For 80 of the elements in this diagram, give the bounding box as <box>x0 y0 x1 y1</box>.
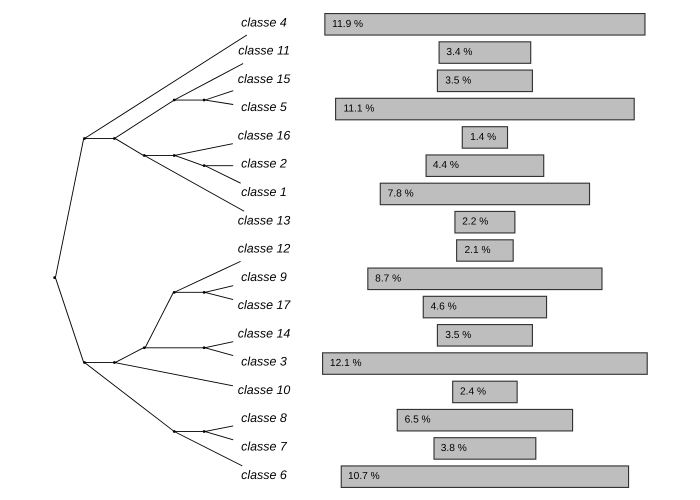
node-point <box>142 346 146 349</box>
node-box: 2.2 % <box>454 210 515 234</box>
connector <box>204 164 241 184</box>
node-point <box>172 290 176 294</box>
node-box: 8.7 % <box>366 266 602 290</box>
node-point <box>172 154 176 156</box>
connector <box>144 154 174 156</box>
connector <box>144 292 174 348</box>
connector <box>204 99 234 104</box>
node-point <box>202 98 205 101</box>
connector <box>84 362 174 431</box>
connector <box>204 284 234 292</box>
node-text: classe 17 <box>237 298 290 312</box>
connector <box>144 154 244 212</box>
node-box: 12.1 % <box>322 352 648 374</box>
node-box: 4.4 % <box>425 154 544 176</box>
node-point <box>82 136 86 140</box>
connector <box>204 430 234 440</box>
connector <box>204 340 234 348</box>
connector <box>174 99 204 100</box>
connector <box>174 430 204 432</box>
node-text: classe 12 <box>237 241 290 256</box>
connector <box>54 138 84 278</box>
connector <box>144 346 204 348</box>
connector <box>114 362 233 386</box>
node-text: classe 14 <box>237 326 290 340</box>
node-box: 3.5 % <box>436 69 532 92</box>
connector <box>174 291 204 292</box>
node-box: 3.5 % <box>436 324 532 346</box>
node-text: classe 1 <box>240 184 286 198</box>
connector <box>114 100 174 138</box>
node-text: classe 16 <box>237 128 290 142</box>
node-text: classe 15 <box>237 71 290 86</box>
connector <box>204 346 234 356</box>
connector <box>204 291 234 300</box>
node-point <box>202 346 205 349</box>
node-text: classe 8 <box>240 410 286 425</box>
node-text: classe 9 <box>240 269 286 284</box>
node-box: 11.9 % <box>324 12 646 36</box>
node-text: classe 7 <box>240 438 286 453</box>
connector <box>174 62 244 100</box>
connector <box>174 260 241 292</box>
node-point <box>202 290 205 294</box>
node-text: classe 13 <box>237 212 290 227</box>
node-point <box>112 136 116 140</box>
node-text: classe 11 <box>238 43 290 58</box>
node-text: classe 4 <box>240 14 286 29</box>
connector <box>174 154 204 166</box>
connector <box>84 34 247 138</box>
node-text: classe 6 <box>240 467 286 482</box>
node-point <box>142 154 146 156</box>
node-text: classe 3 <box>240 354 286 368</box>
connector <box>174 142 233 156</box>
connector <box>204 164 234 166</box>
node-box: 7.8 % <box>379 182 590 205</box>
connector <box>174 431 242 466</box>
node-point <box>172 98 176 101</box>
node-box: 11.1 % <box>334 97 634 120</box>
node-point <box>202 164 205 167</box>
node-text: classe 5 <box>240 100 286 114</box>
node-point <box>112 360 116 364</box>
node-point <box>82 360 86 364</box>
node-box: 3.8 % <box>432 436 536 460</box>
connector <box>204 90 234 100</box>
node-point <box>172 430 176 432</box>
node-box: 2.1 % <box>456 238 514 262</box>
node-box: 4.6 % <box>422 295 547 318</box>
node-box: 10.7 % <box>340 464 629 488</box>
node-box: 1.4 % <box>461 126 508 148</box>
connector <box>54 276 84 362</box>
node-box: 6.5 % <box>396 408 573 431</box>
node-point <box>52 276 56 279</box>
node-text: classe 10 <box>237 382 290 396</box>
node-box: 3.4 % <box>438 40 531 64</box>
connector <box>114 138 144 156</box>
node-point <box>202 430 205 432</box>
connector <box>204 425 234 432</box>
node-text: classe 2 <box>240 156 286 170</box>
node-box: 2.4 % <box>452 380 518 403</box>
connector <box>114 346 144 362</box>
